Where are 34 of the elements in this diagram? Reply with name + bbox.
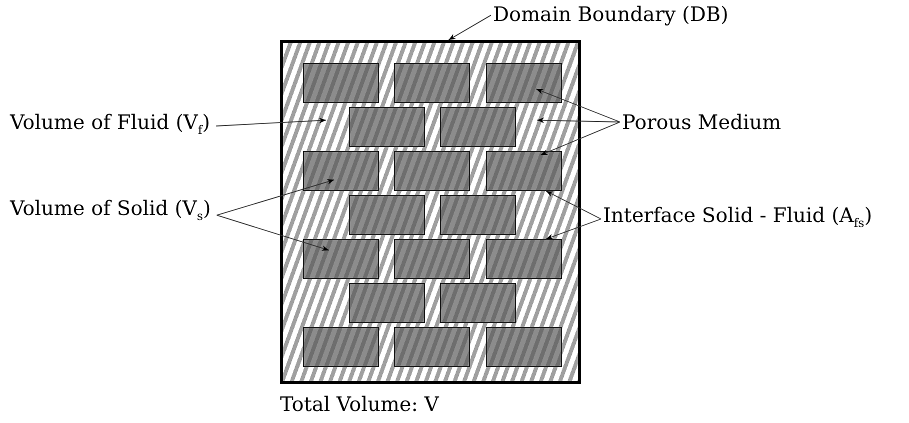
leader-line — [540, 122, 620, 156]
solid-block — [303, 151, 379, 191]
leader-line — [536, 118, 620, 124]
solid-block — [394, 327, 470, 367]
solid-block — [303, 327, 379, 367]
solid-block — [349, 107, 425, 147]
solid-block — [303, 63, 379, 103]
leader-line — [546, 190, 602, 220]
solid-block — [486, 151, 562, 191]
callout-label: Porous Medium — [622, 110, 782, 134]
volume-label: Total Volume: V — [280, 392, 439, 416]
solid-block — [486, 63, 562, 103]
solid-block — [394, 239, 470, 279]
leader-line — [216, 179, 335, 216]
hatched-domain — [280, 40, 581, 384]
solid-block — [349, 283, 425, 323]
callout-label: Domain Boundary (DB) — [493, 2, 728, 26]
callout-label: Interface Solid - Fluid (A$_{fs}$) — [603, 203, 872, 235]
solid-block — [486, 239, 562, 279]
solid-block — [440, 107, 516, 147]
solid-block — [303, 239, 379, 279]
solid-block — [394, 151, 470, 191]
solid-block — [349, 195, 425, 235]
solid-block — [486, 327, 562, 367]
leader-line — [216, 118, 326, 126]
leader-line — [546, 218, 602, 240]
solid-block — [394, 63, 470, 103]
solid-block — [440, 283, 516, 323]
leader-line — [216, 214, 330, 251]
callout-label: Volume of Fluid (V$_{f}$) — [10, 110, 210, 142]
leader-line — [536, 88, 620, 122]
leader-line — [448, 14, 492, 40]
callout-label: Volume of Solid (V$_{s}$) — [10, 196, 211, 228]
solid-block — [440, 195, 516, 235]
